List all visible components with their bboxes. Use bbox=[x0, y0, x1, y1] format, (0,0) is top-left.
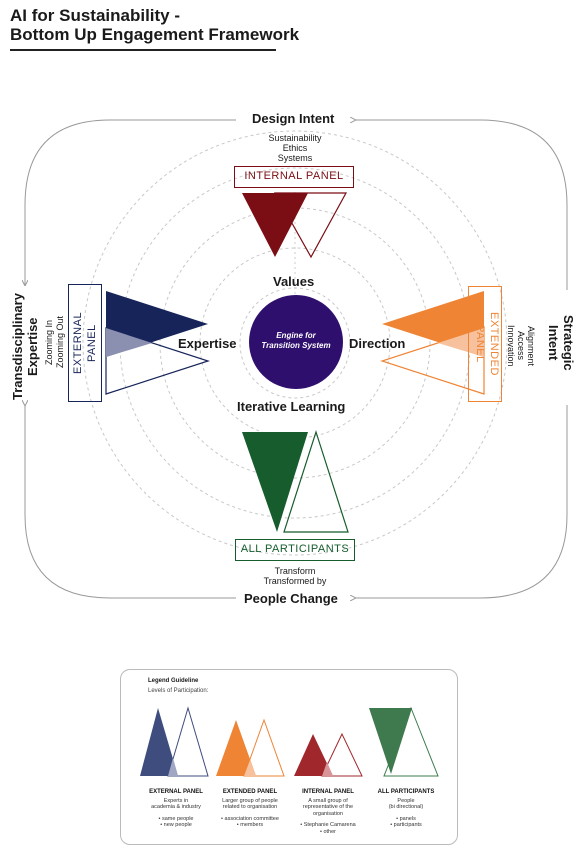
engine-label: Engine for Transition System bbox=[261, 331, 331, 350]
outer-arrows bbox=[25, 119, 568, 599]
strategic-intent-label: Strategic Intent bbox=[546, 315, 576, 371]
arrow-top-left bbox=[25, 119, 236, 285]
internal-panel-triangles bbox=[242, 192, 348, 259]
strategic-intent-items: Alignment Access Innovation bbox=[506, 325, 536, 367]
iterative-learning-label: Iterative Learning bbox=[237, 399, 346, 414]
all-participants-box: ALL PARTICIPANTS bbox=[235, 539, 355, 561]
arrow-bottom-right bbox=[355, 405, 568, 598]
legend-triangles bbox=[140, 706, 439, 777]
legend-external-panel: EXTERNAL PANEL Experts in academia & ind… bbox=[136, 789, 216, 829]
page-title: AI for Sustainability - Bottom Up Engage… bbox=[10, 6, 300, 44]
transdisciplinary-expertise-label: Transdisciplinary Expertise bbox=[10, 293, 40, 401]
expertise-label: Expertise bbox=[178, 336, 237, 351]
ring-5 bbox=[82, 130, 508, 556]
legend-box bbox=[120, 669, 458, 845]
values-label: Values bbox=[273, 274, 315, 289]
legend-extended-panel: EXTENDED PANEL Larger group of people re… bbox=[210, 789, 290, 829]
legend-title: Legend Guideline bbox=[148, 678, 199, 684]
design-intent-label: Design Intent bbox=[252, 111, 335, 126]
participants-triangles bbox=[242, 430, 349, 533]
title-underline bbox=[10, 49, 276, 51]
people-change-label: People Change bbox=[244, 591, 338, 606]
legend-internal-panel: INTERNAL PANEL A small group of represen… bbox=[288, 789, 368, 835]
external-panel-triangles bbox=[105, 291, 210, 395]
legend-all-participants: ALL PARTICIPANTS People (bi directional)… bbox=[366, 789, 446, 829]
people-change-items: Transform Transformed by bbox=[263, 566, 327, 586]
arrow-top-right bbox=[355, 120, 568, 290]
design-intent-items: Sustainability Ethics Systems bbox=[268, 133, 322, 163]
extended-panel-triangles bbox=[380, 291, 485, 395]
expertise-items: Zooming In Zooming Out bbox=[44, 315, 65, 369]
external-panel-box: EXTERNAL PANEL bbox=[68, 284, 102, 402]
internal-panel-box: INTERNAL PANEL bbox=[234, 166, 354, 188]
ring-3 bbox=[159, 207, 431, 479]
engine-circle bbox=[249, 295, 343, 389]
direction-label: Direction bbox=[349, 336, 406, 351]
legend-subtitle: Levels of Participation: bbox=[148, 688, 209, 694]
arrow-bottom-left bbox=[25, 405, 236, 599]
extended-panel-box: EXTENDED PANEL bbox=[468, 286, 502, 402]
